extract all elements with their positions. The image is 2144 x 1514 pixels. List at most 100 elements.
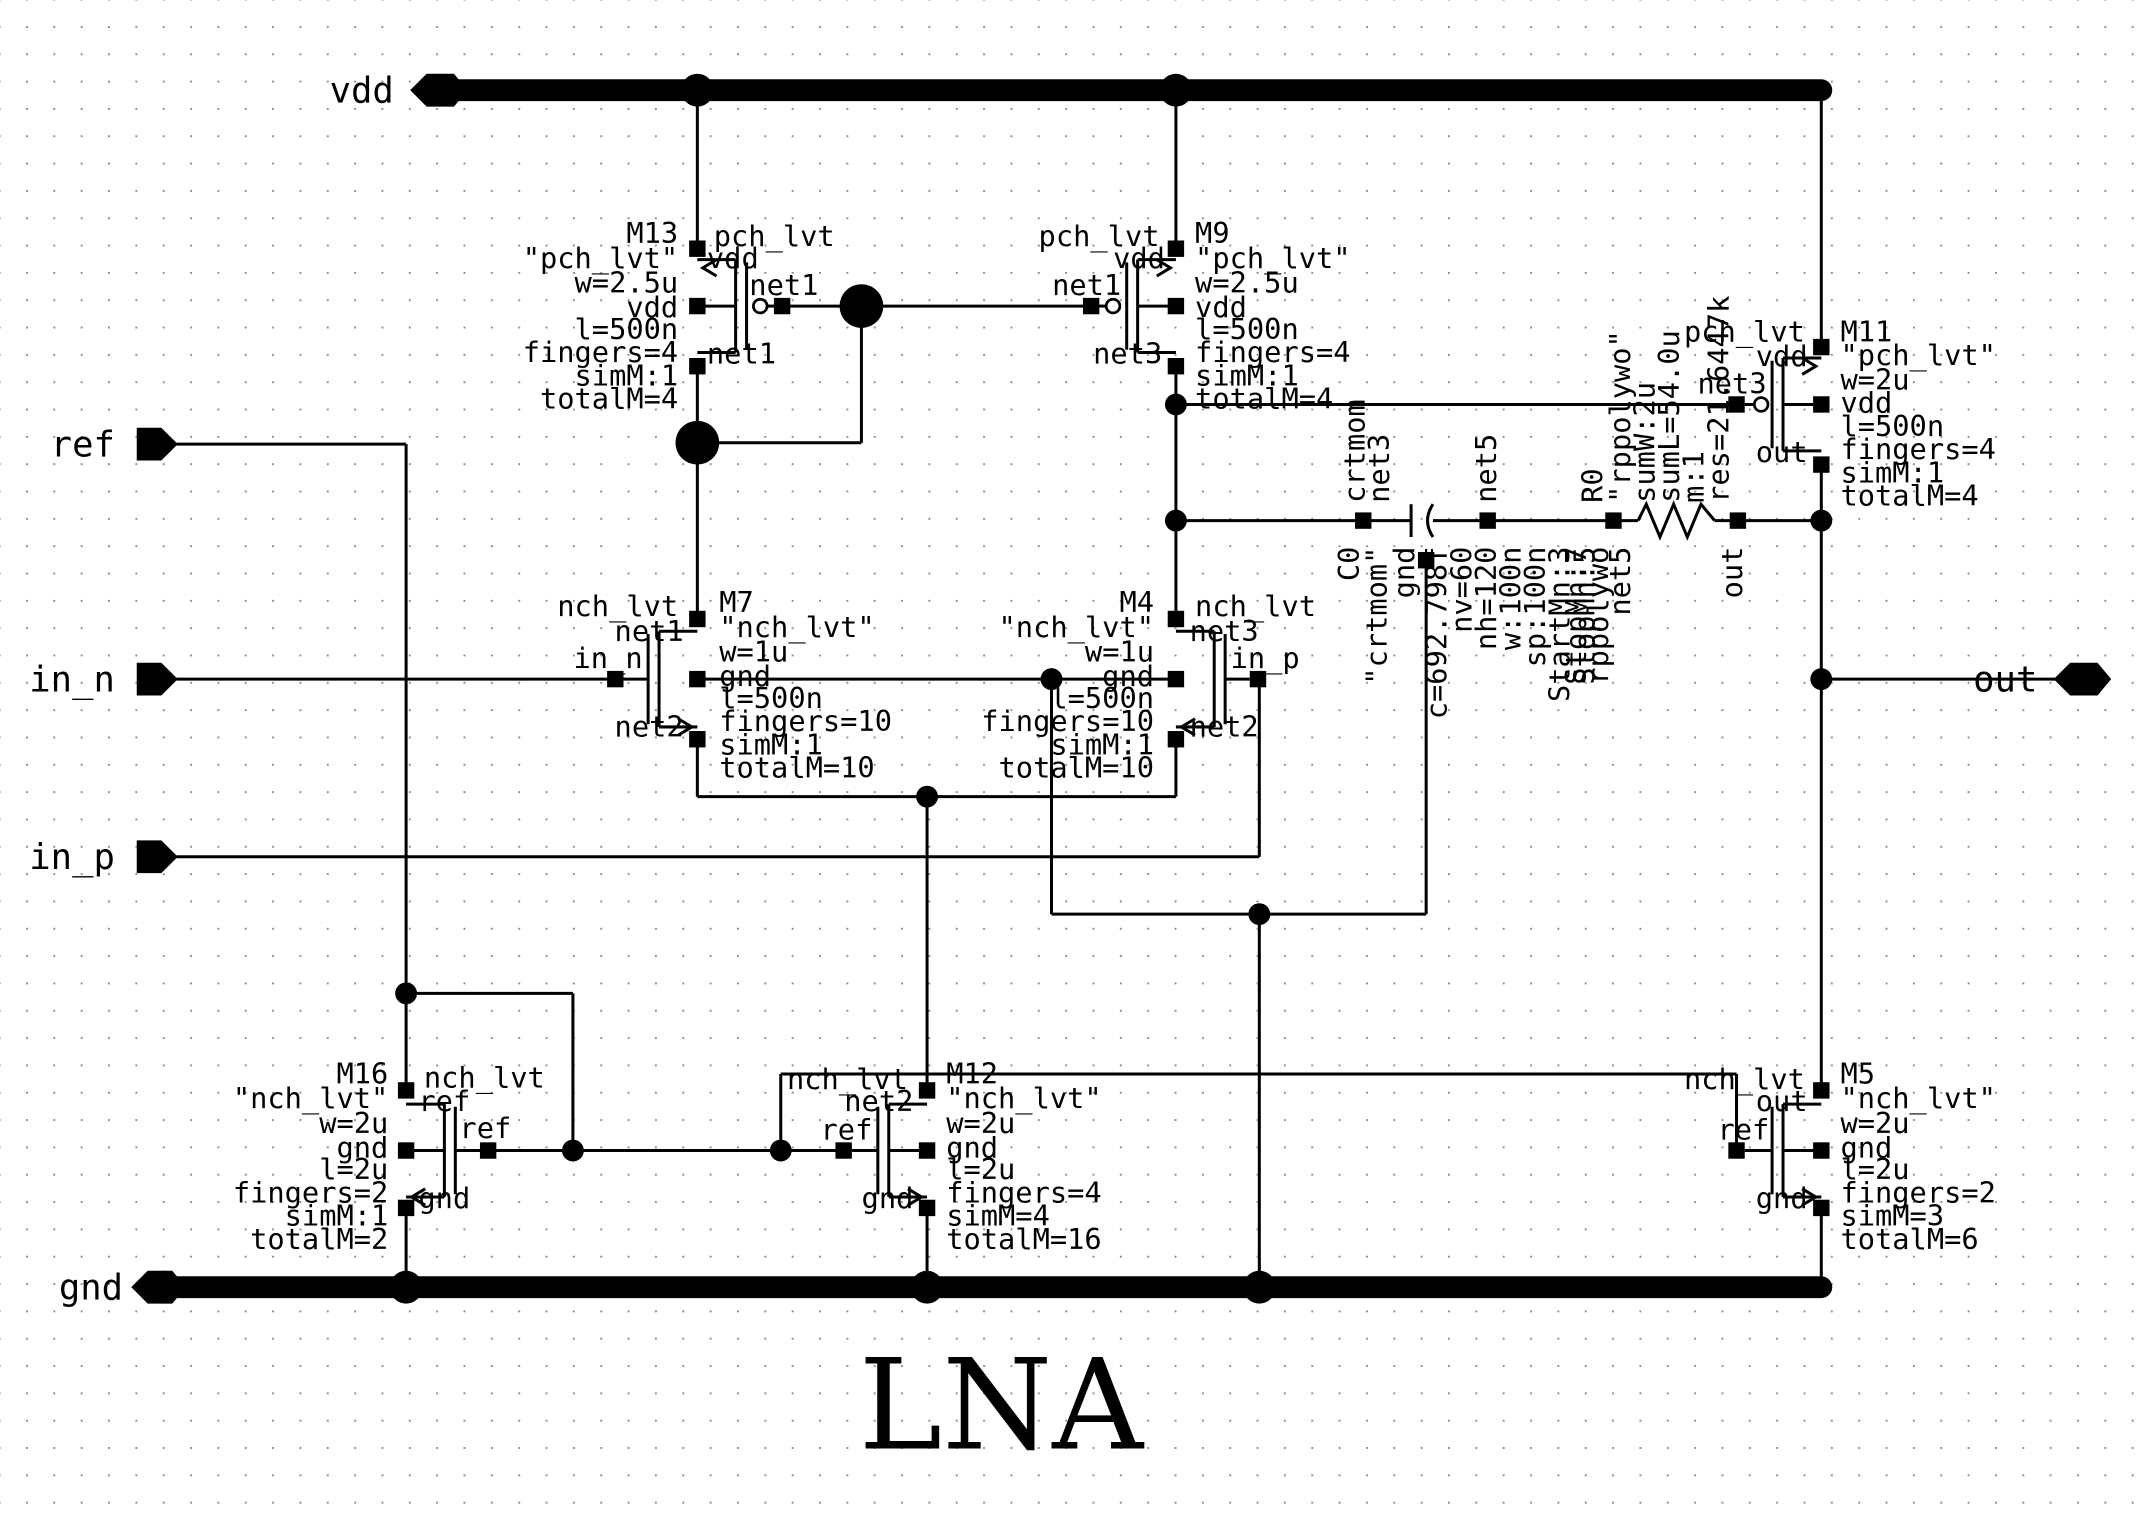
- c0-param-sp: sp:100n: [1518, 547, 1552, 668]
- m16-totalm: totalM=2: [250, 1222, 388, 1256]
- c0-param-c: c=692.798f: [1420, 547, 1454, 720]
- m4-totalm: totalM=10: [999, 751, 1155, 785]
- m4-bulk: gnd: [1102, 659, 1154, 693]
- transistor-m11[interactable]: M11 "pch_lvt" w=2u vdd l=500n fingers=4 …: [1684, 315, 1996, 513]
- pin-ref[interactable]: ref: [51, 424, 178, 465]
- transistor-m5[interactable]: M5 "nch_lvt" w=2u gnd l=2u fingers=2 sim…: [1684, 1057, 1996, 1256]
- m9-drain-net: net3: [1093, 336, 1162, 370]
- c0-cell: "crtmom": [1359, 547, 1393, 685]
- m16-fingers: fingers=2: [233, 1175, 389, 1209]
- m9-gate-net: net1: [1052, 268, 1121, 302]
- m5-cell: "nch_lvt": [1840, 1081, 1996, 1116]
- r0-name: R0: [1576, 468, 1610, 503]
- m11-simm: simM:1: [1840, 455, 1944, 489]
- m16-source-net: gnd: [418, 1181, 470, 1215]
- pin-vdd[interactable]: vdd: [330, 70, 468, 111]
- r0-overlap-stopmn: StopMn:7: [1559, 547, 1593, 685]
- m9-cell: "pch_lvt": [1195, 241, 1351, 276]
- m16-l: l=2u: [319, 1152, 388, 1186]
- m12-gate-net: ref: [821, 1113, 873, 1147]
- pin-label-in-p: in_p: [29, 837, 115, 878]
- resistor-r0[interactable]: R0 "rppolywo" sumW:2u sumL=54.0u m:1 res…: [1559, 296, 1749, 685]
- m16-cell: "nch_lvt": [233, 1081, 389, 1116]
- transistor-m16[interactable]: M16 "nch_lvt" w=2u gnd l=2u fingers=2 si…: [233, 1057, 545, 1256]
- m16-name: M16: [336, 1057, 388, 1091]
- m11-totalm: totalM=4: [1840, 479, 1978, 513]
- m9-fingers: fingers=4: [1195, 335, 1351, 369]
- m7-simm: simM:1: [719, 727, 823, 761]
- m12-totalm: totalM=16: [946, 1222, 1102, 1256]
- m9-model: pch_lvt: [1039, 219, 1160, 254]
- pin-out[interactable]: out: [1973, 659, 2112, 700]
- transistor-m9[interactable]: M9 "pch_lvt" w=2.5u vdd l=500n fingers=4…: [1039, 216, 1351, 415]
- r0-param-m: m:1: [1677, 451, 1711, 503]
- m5-source-net: gnd: [1756, 1181, 1808, 1215]
- m13-bulk: vdd: [626, 290, 678, 324]
- m16-w: w=2u: [319, 1106, 388, 1140]
- c0-model: crtmom: [1338, 399, 1372, 503]
- m5-bulk: gnd: [1840, 1130, 1892, 1164]
- m5-simm: simM=3: [1840, 1199, 1944, 1233]
- m11-l: l=500n: [1840, 409, 1944, 443]
- m11-model: pch_lvt: [1684, 315, 1805, 350]
- m11-bulk: vdd: [1840, 386, 1892, 420]
- m12-simm: simM=4: [946, 1199, 1050, 1233]
- m7-name: M7: [719, 585, 754, 619]
- capacitor-c0[interactable]: crtmom net3 net5 gnd C0 "crtmom" c=692.7…: [1332, 399, 1601, 719]
- r0-param-sumw: sumW:2u: [1627, 382, 1661, 503]
- pin-label-vdd: vdd: [330, 70, 394, 111]
- m12-name: M12: [946, 1057, 998, 1091]
- pin-in-n[interactable]: in_n: [29, 659, 178, 700]
- r0-param-suml: sumL=54.0u: [1652, 330, 1686, 503]
- m12-cell: "nch_lvt": [946, 1081, 1102, 1116]
- transistor-m13[interactable]: M13 "pch_lvt" w=2.5u vdd l=500n fingers=…: [523, 216, 835, 415]
- r0-cell: "rppolywo": [1603, 330, 1637, 503]
- m5-model: nch_lvt: [1684, 1062, 1805, 1097]
- c0-param-nv: nv=60: [1444, 547, 1478, 633]
- m11-fingers: fingers=4: [1840, 432, 1996, 466]
- transistor-m4[interactable]: M4 "nch_lvt" w=1u gnd l=500n fingers=10 …: [981, 585, 1316, 784]
- m5-gate-net: ref: [1718, 1113, 1770, 1147]
- m9-w: w=2.5u: [1195, 265, 1299, 299]
- c0-term1: net3: [1362, 434, 1396, 503]
- c0-name: C0: [1332, 547, 1366, 582]
- r0-overlap-cell: rppolywo: [1581, 547, 1615, 685]
- m7-l: l=500n: [719, 681, 823, 715]
- pin-label-in-n: in_n: [29, 659, 115, 700]
- m5-w: w=2u: [1840, 1106, 1909, 1140]
- m13-w: w=2.5u: [575, 265, 679, 299]
- m4-drain-net: net3: [1190, 614, 1259, 648]
- m13-drain-net: net1: [707, 336, 776, 370]
- m9-name: M9: [1195, 216, 1230, 250]
- r0-param-res: res=21.6447k: [1701, 296, 1735, 503]
- pin-in-p[interactable]: in_p: [29, 837, 178, 878]
- m9-bulk: vdd: [1195, 290, 1247, 324]
- m13-simm: simM:1: [575, 358, 679, 392]
- pin-gnd[interactable]: gnd: [59, 1267, 186, 1308]
- m12-w: w=2u: [946, 1106, 1015, 1140]
- m16-simm: simM:1: [285, 1199, 389, 1233]
- m12-bulk: gnd: [946, 1130, 998, 1164]
- m12-fingers: fingers=4: [946, 1175, 1102, 1209]
- m12-source-net: gnd: [862, 1181, 914, 1215]
- m16-gate-net: ref: [459, 1111, 511, 1145]
- m13-fingers: fingers=4: [523, 335, 679, 369]
- m4-w: w=1u: [1085, 634, 1154, 668]
- c0-param-stopmn: StopMn:5: [1567, 547, 1601, 685]
- m11-gate-net: net3: [1697, 367, 1766, 401]
- c0-gnd: gnd: [1387, 547, 1421, 599]
- m4-cell: "nch_lvt": [999, 610, 1155, 645]
- m12-l: l=2u: [946, 1152, 1015, 1186]
- m7-gate-net: in_n: [574, 641, 643, 676]
- m9-simm: simM:1: [1195, 358, 1299, 392]
- m7-w: w=1u: [719, 634, 788, 668]
- m7-source-net: net2: [615, 710, 684, 744]
- r0-term2: out: [1715, 547, 1749, 599]
- m7-fingers: fingers=10: [719, 704, 892, 738]
- transistor-m7[interactable]: M7 "nch_lvt" w=1u gnd l=500n fingers=10 …: [557, 585, 892, 784]
- m5-name: M5: [1840, 1057, 1875, 1091]
- transistor-m12[interactable]: M12 "nch_lvt" w=2u gnd l=2u fingers=4 si…: [787, 1057, 1102, 1256]
- c0-param-w: w:100n: [1493, 547, 1527, 651]
- m16-drain-net: ref: [418, 1084, 470, 1118]
